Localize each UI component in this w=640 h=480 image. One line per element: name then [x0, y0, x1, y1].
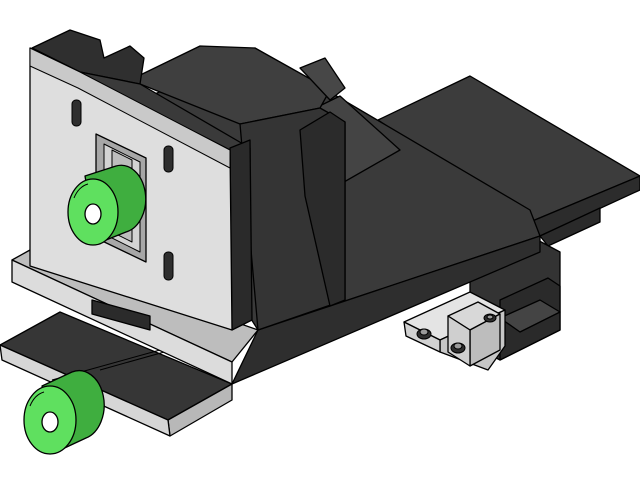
limit-switch-bracket	[403, 291, 506, 371]
socket-head-screw-left	[416, 328, 432, 340]
lower-thumb-knob[interactable]	[23, 370, 105, 455]
front-thumb-knob[interactable]	[67, 164, 147, 246]
rear-guide-rail	[377, 75, 640, 247]
socket-head-screw-top	[483, 313, 497, 323]
socket-head-screw-right	[450, 342, 466, 354]
